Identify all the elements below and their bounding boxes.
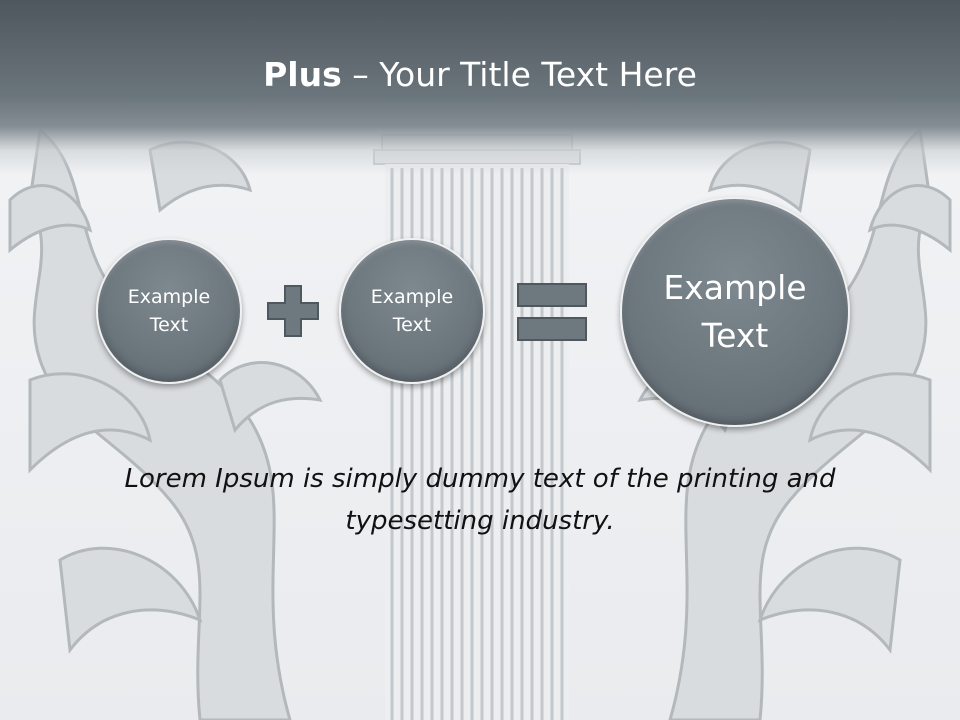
circle-operand-2: Example Text	[339, 238, 485, 384]
left-ornament	[8, 127, 323, 720]
column-illustration	[373, 134, 581, 720]
circle-operand-1-text: Example Text	[127, 286, 211, 336]
right-ornament	[637, 127, 952, 720]
slide-title: Plus – Your Title Text Here	[0, 52, 960, 98]
circle-operand-1: Example Text	[96, 238, 242, 384]
circle-result-text: Example Text	[663, 268, 807, 355]
equals-icon	[517, 283, 587, 341]
caption-text: Lorem Ipsum is simply dummy text of the …	[124, 464, 836, 536]
plus-icon	[267, 285, 319, 337]
circle-result: Example Text	[620, 197, 850, 427]
title-rest: – Your Title Text Here	[341, 55, 697, 94]
title-bold: Plus	[263, 55, 342, 94]
title-band	[0, 0, 960, 175]
circle-operand-2-text: Example Text	[370, 286, 454, 336]
